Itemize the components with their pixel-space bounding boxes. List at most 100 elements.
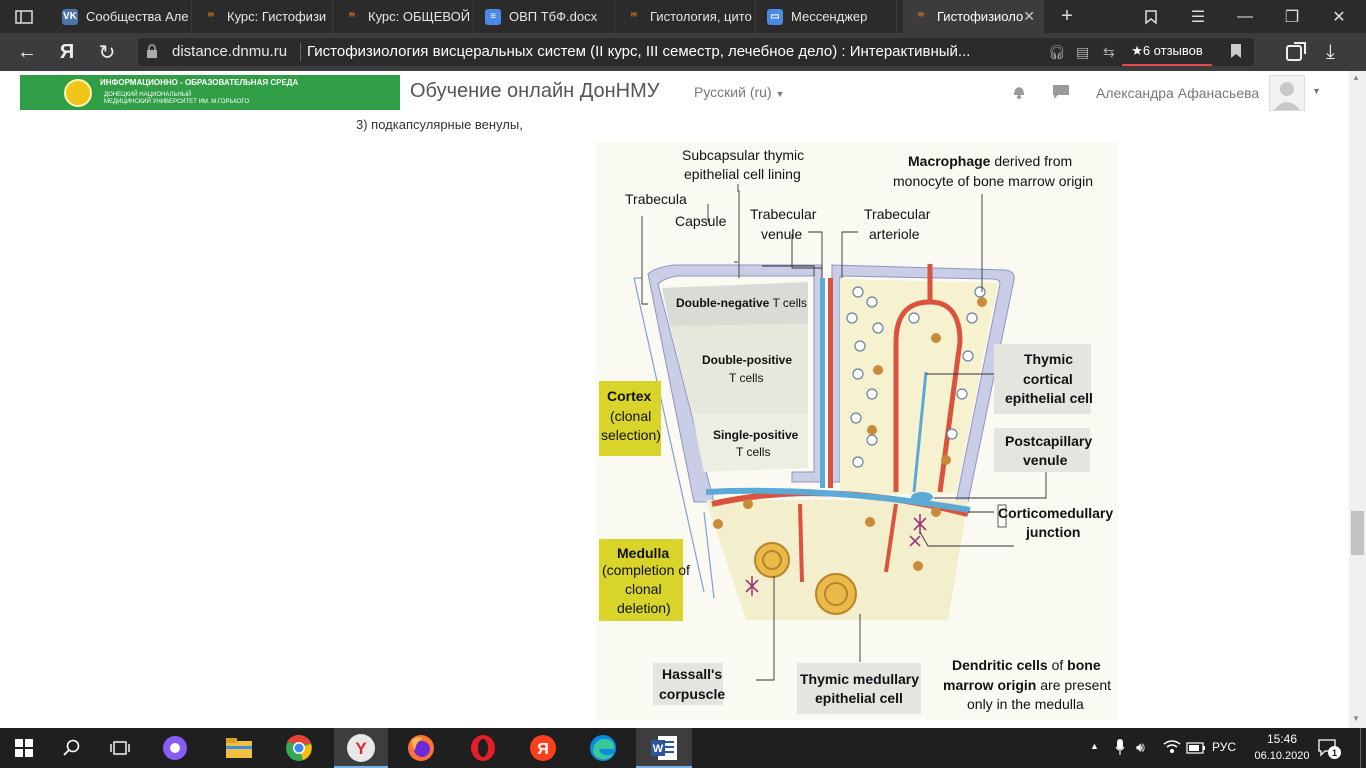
extensions-icon[interactable] [1285,41,1309,65]
label-trabecular-arteriole-2: arteriole [869,226,920,242]
label-macrophage-bold: Macrophage [908,153,991,169]
translate-icon[interactable]: ⇆ [1103,44,1115,60]
menu-icon[interactable]: ☰ [1190,8,1206,26]
restore-icon[interactable]: ❐ [1284,8,1300,26]
browser-tab-bar [0,0,1366,33]
reader-mode-icon[interactable]: ▤ [1076,44,1090,60]
scrollbar-thumb[interactable] [1351,511,1364,555]
language-label: Русский (ru) [694,84,772,100]
language-selector[interactable]: Русский (ru) ▼ [694,84,784,100]
yandex-browser-icon[interactable]: Y [334,728,388,768]
microphone-icon[interactable] [1115,738,1125,756]
label-dendritic-1c: bone [1067,657,1101,673]
url-divider [300,43,301,61]
vk-icon: VK [62,8,78,25]
avatar[interactable] [1269,75,1305,111]
url-page-title[interactable]: Гистофизиология висцеральных систем (II … [307,43,971,60]
chrome-icon[interactable] [272,728,326,768]
label-capsule: Capsule [675,213,727,229]
label-postcapillary-1: Postcapillary [1005,433,1093,449]
page-scrollbar[interactable] [1349,71,1366,728]
banner-title: ИНФОРМАЦИОННО - ОБРАЗОВАТЕЛЬНАЯ СРЕДА [100,78,299,87]
battery-icon[interactable] [1186,741,1206,754]
yandex-icon[interactable]: Я [516,728,570,768]
close-tab-icon[interactable]: ✕ [1023,8,1035,24]
download-icon[interactable]: ⤓ [1326,41,1335,63]
task-view-icon[interactable] [96,728,144,768]
label-medulla-1: Medulla [617,545,670,561]
site-banner[interactable]: ИНФОРМАЦИОННО - ОБРАЗОВАТЕЛЬНАЯ СРЕДА ДО… [20,75,400,110]
label-double-positive-2: T cells [729,371,764,385]
svg-text:Я: Я [537,741,549,758]
minimize-icon[interactable]: — [1237,7,1253,25]
action-center-icon[interactable] [1318,739,1338,757]
dendritic-cell [745,514,927,596]
label-double-positive-1: Double-positive [702,353,793,367]
label-medulla-3: clonal [625,581,662,597]
svg-text:Y: Y [355,739,367,758]
medulla-label-box [599,539,683,621]
clock-date[interactable]: 06.10.2020 [1254,750,1310,762]
user-menu-caret-icon[interactable]: ▼ [1312,86,1321,96]
label-dendritic-3: only in the medulla [967,696,1084,712]
clock-time[interactable]: 15:46 [1266,732,1298,746]
label-cortex-2: (clonal [610,408,652,424]
back-icon[interactable]: ← [17,40,37,63]
moodle-icon: ᵐ [349,11,355,22]
label-corticomedullary-2: junction [1026,524,1081,540]
label-medullary-epithelial-2: epithelial cell [815,690,903,706]
messages-icon[interactable] [1052,84,1070,100]
tab-panel-icon[interactable] [0,0,48,33]
label-trabecula: Trabecula [625,191,687,207]
alice-assistant-icon[interactable] [148,728,202,768]
show-desktop-button[interactable] [1360,728,1361,768]
tab-document[interactable]: ≡ ОВП ТбФ.docx [475,0,615,33]
label-trabecular-venule-1: Trabecular [750,206,817,222]
scroll-up-icon[interactable]: ▲ [1352,73,1360,82]
headphones-icon[interactable]: 🎧︎ [1048,44,1066,60]
tab-histology[interactable]: ᵐ Гистология, цито [616,0,756,33]
lock-icon[interactable] [146,44,160,60]
volume-icon[interactable]: 🔊︎ [1136,739,1145,755]
network-icon[interactable] [1162,738,1182,756]
tab-label: Сообщества Але [86,9,189,24]
notification-bell-icon[interactable] [1011,84,1027,100]
omnibox[interactable] [138,38,1254,66]
scroll-down-icon[interactable]: ▼ [1352,714,1360,723]
tab-active-histophys[interactable]: ᵐ Гистофизиоло ✕ [903,0,1044,33]
url-domain[interactable]: distance.dnmu.ru [172,43,288,60]
cortex-label-box [599,381,661,456]
moodle-icon: ᵐ [918,11,924,22]
tab-course-histophys[interactable]: ᵐ Курс: Гистофизи [193,0,333,33]
medulla-bracket-line [703,511,715,599]
word-icon[interactable]: W [636,728,692,768]
collections-icon[interactable] [1128,0,1174,33]
yandex-logo-icon[interactable]: Я [59,40,75,63]
search-icon[interactable] [48,728,96,768]
tab-messenger[interactable]: ▭ Мессенджер [757,0,897,33]
banner-line: МЕДИЦИНСКИЙ УНИВЕРСИТЕТ ИМ. М.ГОРЬКОГО [104,99,250,105]
opera-icon[interactable] [456,728,510,768]
cortical-capillary-loop [893,299,963,493]
new-tab-icon[interactable]: + [1061,5,1073,27]
label-hassall-1: Hassall's [662,666,723,682]
user-name[interactable]: Александра Афанасьева [1096,85,1260,101]
site-name[interactable]: Обучение онлайн ДонНМУ [410,80,660,102]
tab-vk[interactable]: VK Сообщества Але [52,0,192,33]
windows-start-icon[interactable] [0,728,48,768]
reviews-button[interactable]: ★6 отзывов [1122,38,1212,66]
label-cortex-1: Cortex [607,388,652,404]
label-dendritic-2a: marrow origin [943,677,1037,693]
tab-course-general[interactable]: ᵐ Курс: ОБЩЕВОЙ [334,0,474,33]
firefox-icon[interactable] [394,728,448,768]
show-hidden-icons-icon[interactable]: ▲ [1090,741,1099,751]
bookmark-icon[interactable] [1230,43,1246,61]
close-window-icon[interactable]: ✕ [1332,8,1346,26]
postcapillary-venule-vessel [912,371,928,493]
single-positive-zone [692,414,808,472]
edge-icon[interactable] [576,728,630,768]
input-language[interactable]: РУС [1212,740,1237,754]
file-explorer-icon[interactable] [212,728,266,768]
reload-icon[interactable]: ↻ [98,41,116,64]
svg-text:W: W [653,743,664,755]
